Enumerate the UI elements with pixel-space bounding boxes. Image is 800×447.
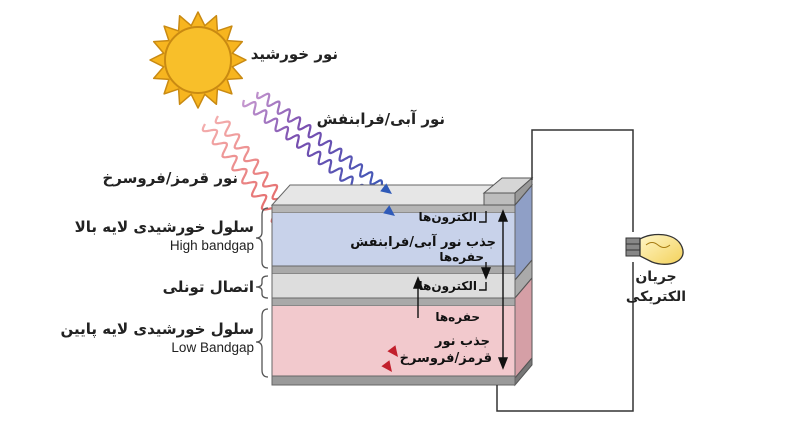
wave-arrowheads <box>380 183 398 372</box>
blue-light-label: نور آبی/فرابنفش <box>317 110 445 128</box>
light-bulb-icon <box>625 233 684 265</box>
blue-absorption-label: جذب نور آبی/فرابنفش <box>350 233 496 250</box>
tunnel-junction-label: اتصال تونلی <box>163 278 254 296</box>
holes-top-label: حفره‌ها <box>439 250 484 264</box>
sun-icon <box>149 11 247 109</box>
blue-wave-2-arrowhead <box>383 205 395 216</box>
blue-wave-1-arrowhead <box>380 183 392 194</box>
top-cell-bandgap-label: High bandgap <box>170 238 254 253</box>
holes-bottom-label: حفره‌ها <box>435 310 480 324</box>
red-light-label: نور قرمز/فروسرخ <box>102 169 238 187</box>
bottom-cell-bandgap-label: Low Bandgap <box>171 340 254 355</box>
carrier-arrows <box>412 209 509 370</box>
blue-wave-1 <box>255 91 386 191</box>
red-absorption-label-line1: جذب نور <box>434 334 490 349</box>
external-circuit <box>496 129 634 412</box>
tunnel-junction-layer <box>272 274 515 298</box>
top-cell-layer <box>272 213 515 271</box>
top-cell-label: سلول خورشیدی لایه بالا <box>75 218 254 236</box>
sunlight-label: نور خورشید <box>251 45 338 63</box>
bottom-cell-label: سلول خورشیدی لایه پایین <box>60 320 254 339</box>
bottom-contact-layer <box>271 375 516 386</box>
red-wave-2-arrowhead <box>381 360 392 372</box>
current-label-line1: جریان <box>635 269 676 285</box>
bottom-cell-layer <box>272 306 515 376</box>
red-absorption-label-line2: قرمز/فروسرخ <box>400 351 492 366</box>
current-label-line2: الکتریکی <box>626 289 686 305</box>
layer-brackets <box>255 207 269 378</box>
electrons-top-label: الکترون‌ها <box>419 210 478 225</box>
electrons-tunnel-label: الکترون‌ها <box>419 279 478 294</box>
red-wave-1-arrowhead <box>387 345 398 357</box>
top-contact-layer <box>271 204 516 214</box>
